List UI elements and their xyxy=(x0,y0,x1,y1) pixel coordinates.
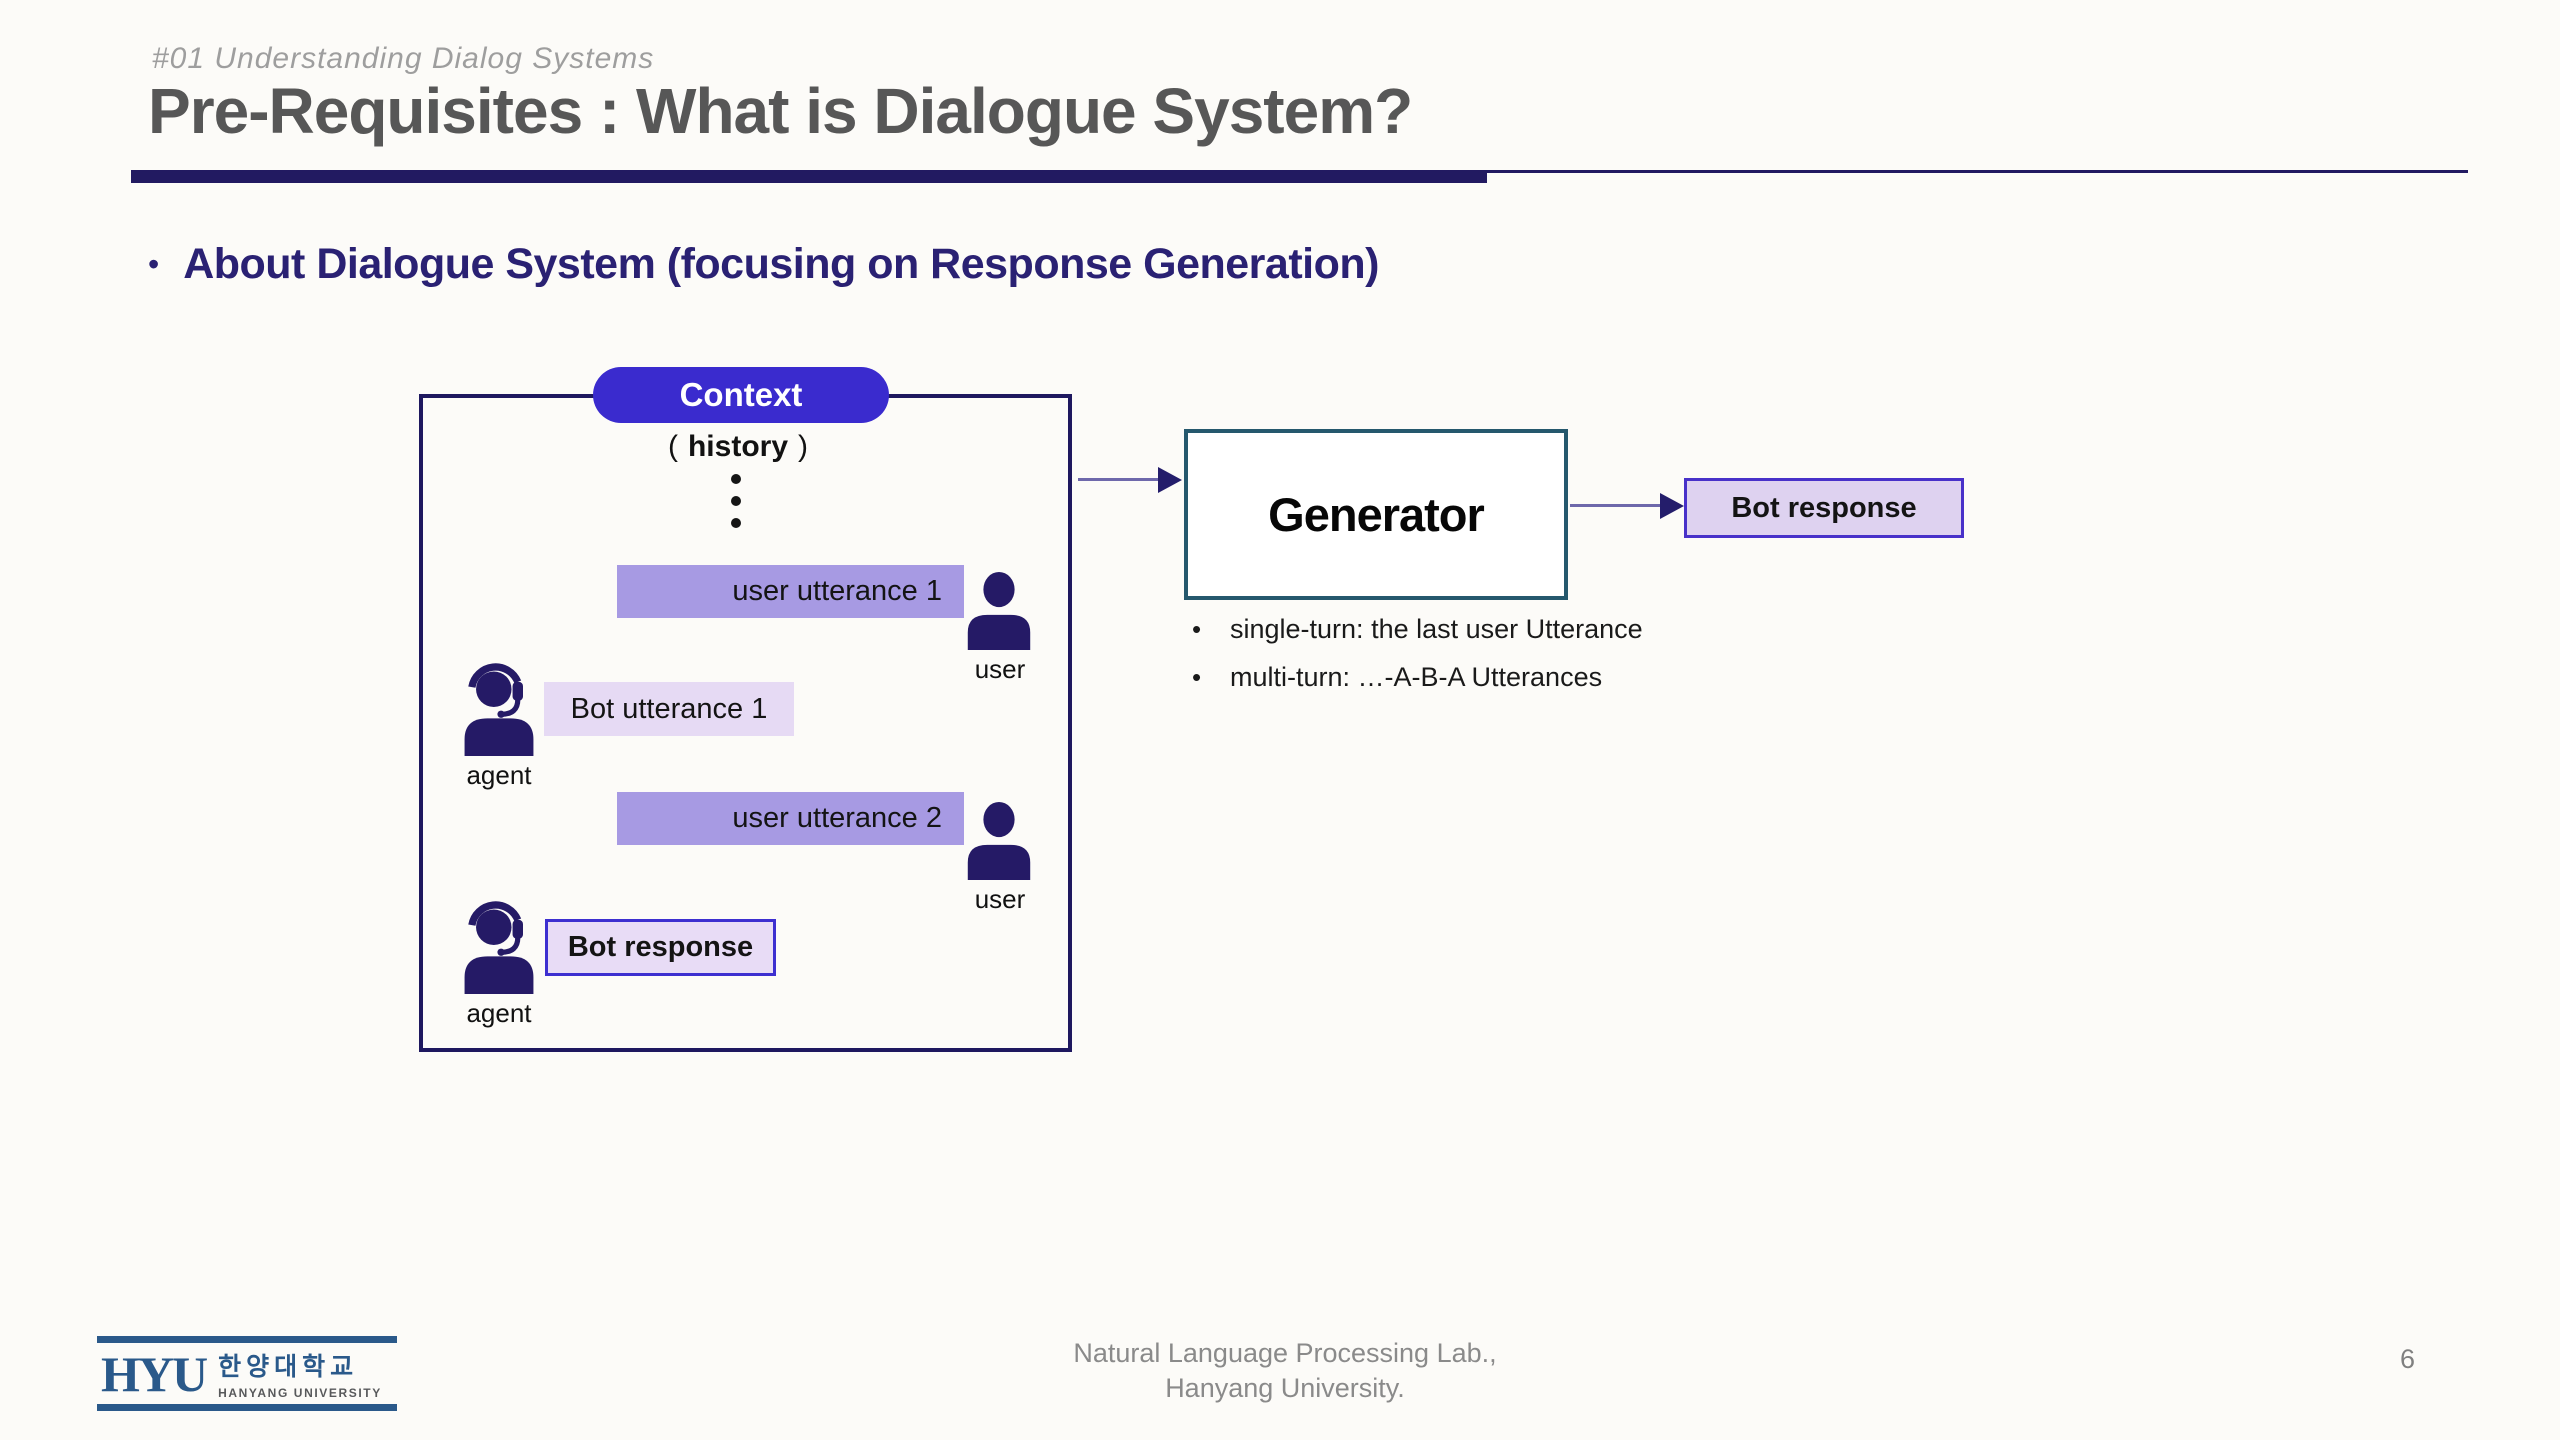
page-number: 6 xyxy=(2400,1344,2416,1374)
footer-credit: Natural Language Processing Lab., Hanyan… xyxy=(1000,1336,1570,1406)
footer-credit-line2: Hanyang University. xyxy=(1165,1373,1405,1403)
ellipsis-dot xyxy=(731,496,741,506)
user-icon xyxy=(958,800,1040,885)
generator-notes: • single-turn: the last user Utterance •… xyxy=(1192,610,1643,706)
hyu-logo-acronym: HYU xyxy=(101,1345,208,1402)
user-icon xyxy=(958,570,1040,655)
speaker-label-user: user xyxy=(974,654,1026,684)
footer-credit-line1: Natural Language Processing Lab., xyxy=(1073,1338,1497,1368)
arrow-context-to-generator xyxy=(1078,478,1158,481)
note-bullet: • xyxy=(1192,662,1202,692)
history-ellipsis-dots xyxy=(731,474,741,540)
ellipsis-dot xyxy=(731,474,741,484)
generator-box: Generator xyxy=(1184,429,1568,600)
bot-response-output-box: Bot response xyxy=(1684,478,1964,538)
note-text: single-turn: the last user Utterance xyxy=(1230,614,1643,644)
page-title: Pre-Requisites : What is Dialogue System… xyxy=(148,75,1413,147)
speaker-label-agent: agent xyxy=(466,760,532,790)
title-underline-thick xyxy=(131,170,1487,183)
speaker-label-agent: agent xyxy=(466,998,532,1028)
history-open-paren: ( xyxy=(667,430,678,463)
hyu-logo-korean: 한양대학교 xyxy=(218,1353,359,1381)
note-bullet: • xyxy=(1192,614,1202,644)
user-utterance-2-bubble: user utterance 2 xyxy=(617,792,964,845)
context-pill-label: Context xyxy=(593,367,889,423)
section-bullet: • xyxy=(148,246,160,282)
section-heading: • About Dialogue System (focusing on Res… xyxy=(148,236,1379,292)
note-multi-turn: • multi-turn: …-A-B-A Utterances xyxy=(1192,658,1643,696)
bot-utterance-1-bubble: Bot utterance 1 xyxy=(544,682,794,736)
history-close-paren: ) xyxy=(798,430,809,463)
section-heading-text: About Dialogue System (focusing on Respo… xyxy=(183,240,1379,288)
bot-response-inner-bubble: Bot response xyxy=(545,919,776,976)
title-underline-thin xyxy=(1487,170,2468,173)
ellipsis-dot xyxy=(731,518,741,528)
arrow-generator-to-response xyxy=(1570,504,1660,507)
lecture-kicker: #01 Understanding Dialog Systems xyxy=(152,42,655,75)
agent-headset-icon xyxy=(459,898,539,999)
history-caption: ( history) xyxy=(538,430,938,464)
agent-headset-icon xyxy=(459,660,539,761)
user-utterance-1-bubble: user utterance 1 xyxy=(617,565,964,618)
history-word: history xyxy=(687,430,789,463)
hyu-logo: HYU 한양대학교 HANYANG UNIVERSITY xyxy=(97,1336,397,1411)
note-single-turn: • single-turn: the last user Utterance xyxy=(1192,610,1643,648)
speaker-label-user: user xyxy=(974,884,1026,914)
hyu-logo-english: HANYANG UNIVERSITY xyxy=(218,1386,382,1400)
note-text: multi-turn: …-A-B-A Utterances xyxy=(1230,662,1603,692)
hyu-logo-text-block: 한양대학교 HANYANG UNIVERSITY xyxy=(218,1347,382,1400)
